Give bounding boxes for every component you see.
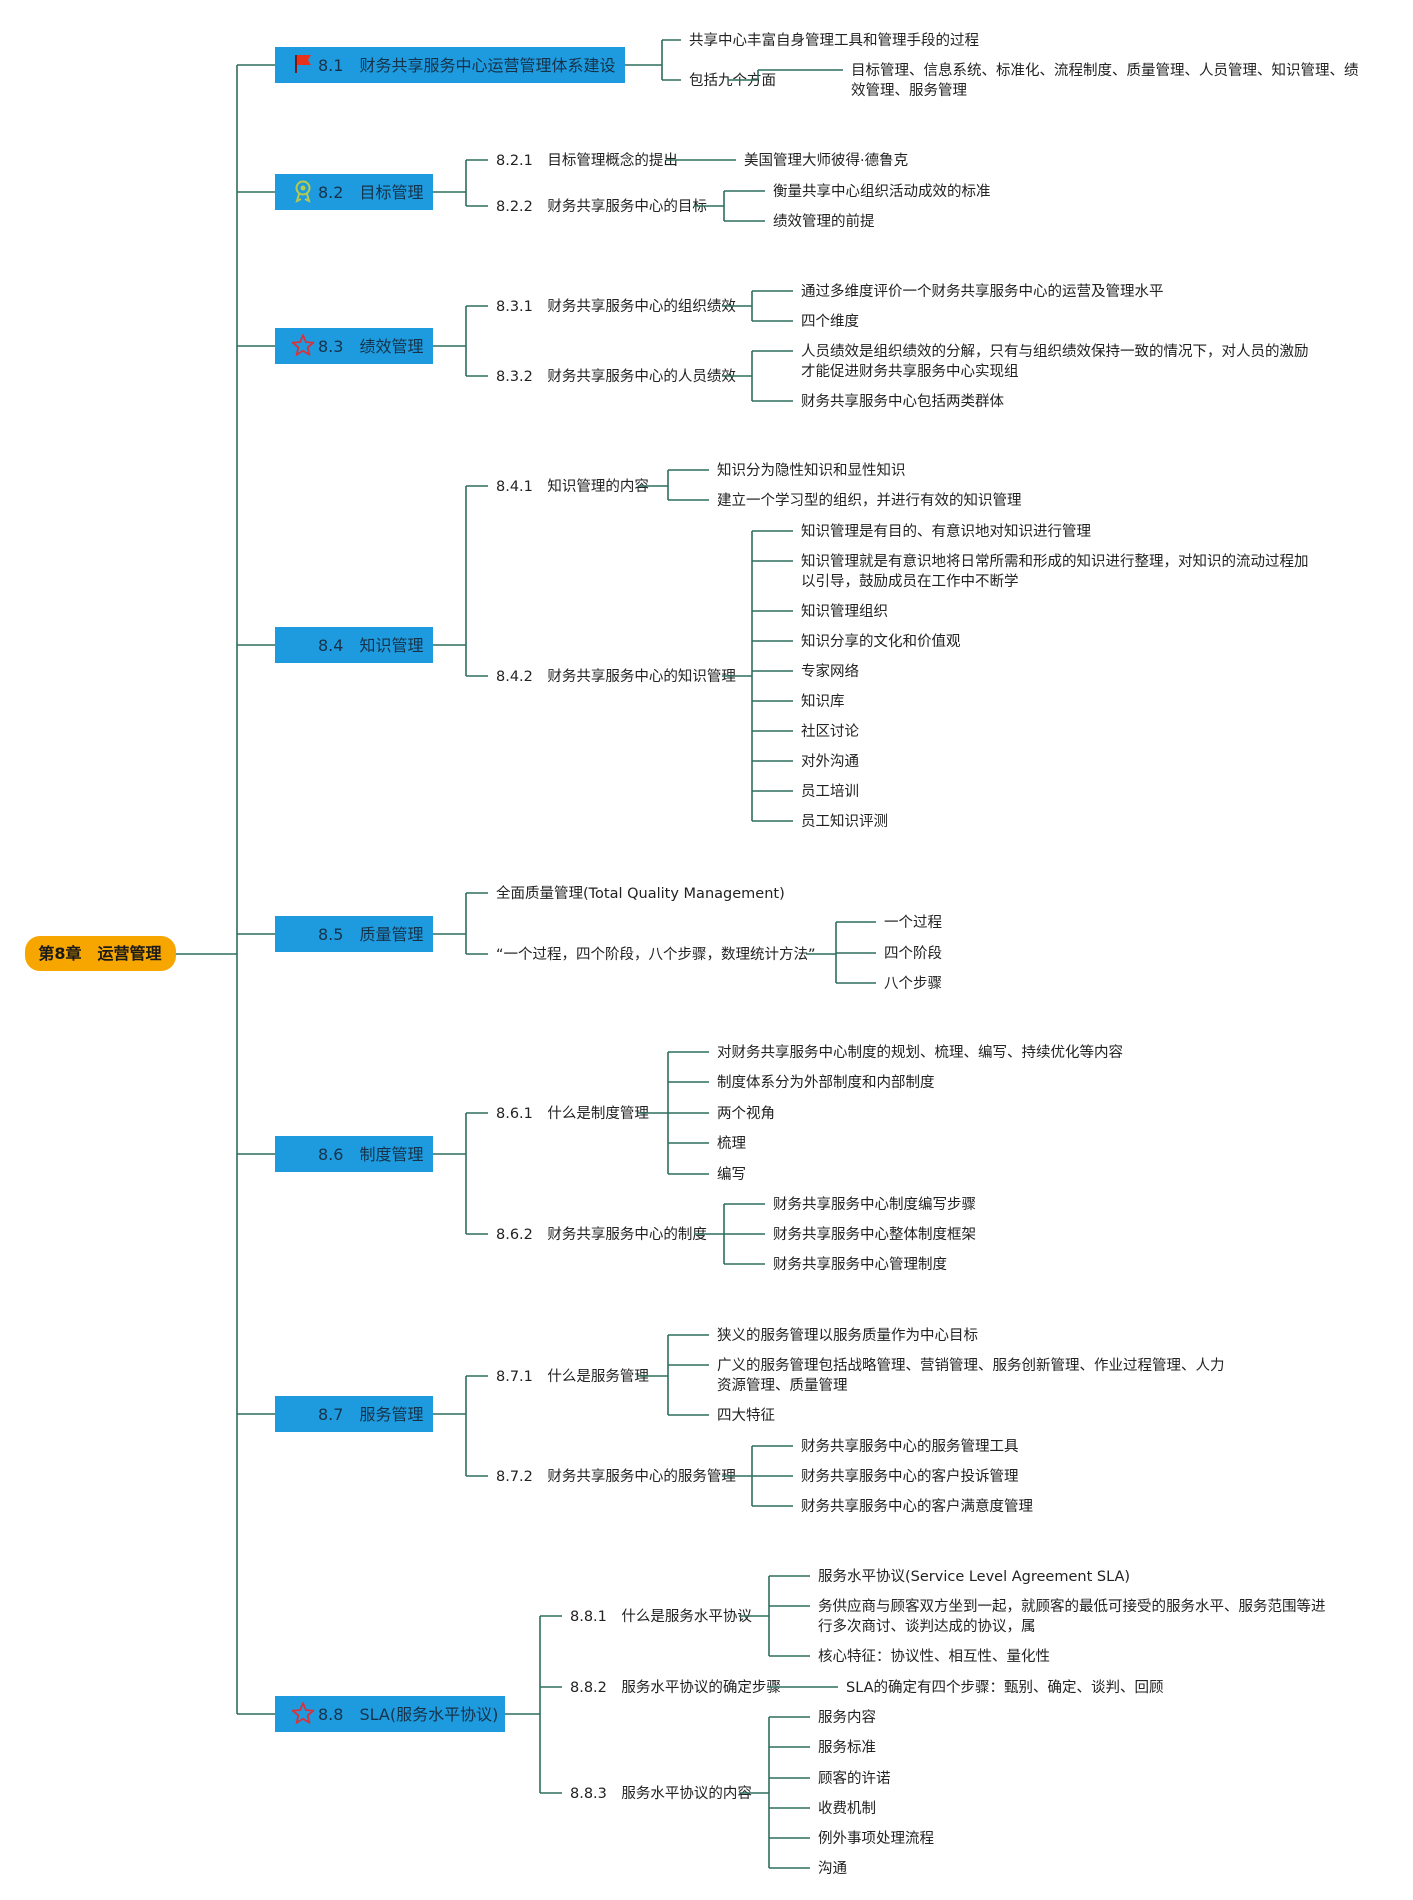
- star-outline-icon: [291, 1702, 315, 1724]
- leaf-label: 收费机制: [818, 1800, 876, 1817]
- leaf-label: 衡量共享中心组织活动成效的标准: [773, 183, 991, 200]
- leaf-label: 广义的服务管理包括战略管理、营销管理、服务创新管理、作业过程管理、人力资源管理、…: [717, 1357, 1225, 1394]
- section-node-box: [275, 1396, 433, 1432]
- leaf-label: 对财务共享服务中心制度的规划、梳理、编写、持续优化等内容: [717, 1043, 1123, 1061]
- leaf-label: 通过多维度评价一个财务共享服务中心的运营及管理水平: [801, 283, 1164, 300]
- root-node-label: 第8章 运营管理: [38, 944, 161, 963]
- leaf-label: 沟通: [818, 1860, 847, 1877]
- section-node-box: [275, 916, 433, 952]
- subtopic-label: 8.2.1 目标管理概念的提出: [496, 151, 678, 169]
- leaf-label: 员工培训: [801, 783, 859, 800]
- section-node-label: 8.3 绩效管理: [318, 337, 423, 356]
- subtopic-label: 8.3.2 财务共享服务中心的人员绩效: [496, 368, 736, 385]
- subtopic-label: 8.7.2 财务共享服务中心的服务管理: [496, 1468, 736, 1485]
- leaf-label: 顾客的许诺: [818, 1770, 891, 1787]
- root-node-box: [25, 936, 176, 971]
- section-node-box: [275, 174, 433, 210]
- leaf-label: 例外事项处理流程: [818, 1830, 934, 1847]
- section-node: 8.4 知识管理: [275, 627, 433, 663]
- leaf-label: 知识管理就是有意识地将日常所需和形成的知识进行整理，对知识的流动过程加以引导，鼓…: [801, 552, 1309, 590]
- leaf-label: 知识库: [801, 693, 845, 710]
- section-node: 8.5 质量管理: [275, 916, 433, 952]
- subtopic-label: 8.8.2 服务水平协议的确定步骤: [570, 1679, 781, 1696]
- subtopic-label: 8.8.1 什么是服务水平协议: [570, 1608, 752, 1625]
- leaf-label: 服务标准: [818, 1739, 876, 1756]
- leaf-label: 服务内容: [818, 1709, 876, 1726]
- leaf-label: 两个视角: [717, 1105, 775, 1122]
- leaf-label: 知识管理组织: [801, 603, 888, 620]
- subtopic-label: 共享中心丰富自身管理工具和管理手段的过程: [689, 31, 979, 49]
- leaf-label: 财务共享服务中心整体制度框架: [773, 1226, 976, 1243]
- star-outline-icon: [291, 334, 315, 356]
- subtopic-label: 8.6.2 财务共享服务中心的制度: [496, 1226, 707, 1243]
- leaf-label: 四个维度: [801, 313, 859, 330]
- leaf-label: 财务共享服务中心的客户满意度管理: [801, 1497, 1033, 1515]
- leaf-label: 一个过程: [884, 914, 942, 931]
- leaf-label: 核心特征：协议性、相互性、量化性: [818, 1648, 1050, 1665]
- leaf-label: 美国管理大师彼得·德鲁克: [744, 152, 908, 169]
- section-node-box: [275, 328, 433, 364]
- leaf-label: 务供应商与顾客双方坐到一起，就顾客的最低可接受的服务水平、服务范围等进行多次商讨…: [818, 1597, 1326, 1635]
- root-node: 第8章 运营管理: [25, 936, 176, 971]
- award-ribbon-icon: [295, 180, 311, 203]
- leaf-label: 绩效管理的前提: [773, 213, 875, 230]
- leaf-label: 财务共享服务中心的服务管理工具: [801, 1438, 1019, 1455]
- leaf-label: 人员绩效是组织绩效的分解，只有与组织绩效保持一致的情况下，对人员的激励才能促进财…: [801, 343, 1309, 380]
- leaf-label: 目标管理、信息系统、标准化、流程制度、质量管理、人员管理、知识管理、绩效管理、服…: [851, 62, 1359, 99]
- leaf-label: 编写: [717, 1166, 746, 1183]
- leaf-label: 专家网络: [801, 663, 859, 680]
- leaf-label: SLA的确定有四个步骤：甄别、确定、谈判、回顾: [846, 1679, 1164, 1696]
- leaf-label: 财务共享服务中心包括两类群体: [801, 393, 1004, 410]
- leaf-label: 知识分享的文化和价值观: [801, 633, 961, 650]
- subtopic-label: 8.8.3 服务水平协议的内容: [570, 1785, 752, 1802]
- section-node-label: 8.4 知识管理: [318, 636, 423, 655]
- subtopic-label: 全面质量管理(Total Quality Management): [496, 884, 785, 902]
- leaf-label: 财务共享服务中心的客户投诉管理: [801, 1468, 1019, 1485]
- leaf-label: 四大特征: [717, 1407, 775, 1424]
- leaf-label: 知识分为隐性知识和显性知识: [717, 462, 906, 479]
- section-node: 8.2 目标管理: [275, 174, 433, 210]
- leaf-label: 四个阶段: [884, 945, 942, 962]
- leaf-label: 建立一个学习型的组织，并进行有效的知识管理: [717, 492, 1022, 509]
- section-node: 8.1 财务共享服务中心运营管理体系建设: [275, 47, 625, 83]
- leaf-label: 八个步骤: [884, 975, 942, 992]
- section-node-label: 8.1 财务共享服务中心运营管理体系建设: [318, 56, 615, 75]
- section-node-label: 8.5 质量管理: [318, 925, 423, 944]
- section-node-box: [275, 47, 625, 83]
- leaf-label: 服务水平协议(Service Level Agreement SLA): [818, 1568, 1130, 1585]
- section-node: 8.7 服务管理: [275, 1396, 433, 1432]
- subtopic-label: 8.3.1 财务共享服务中心的组织绩效: [496, 298, 736, 315]
- leaf-label: 社区讨论: [801, 723, 859, 740]
- subtopic-label: 8.6.1 什么是制度管理: [496, 1105, 649, 1122]
- section-node-box: [275, 627, 433, 663]
- section-node-box: [275, 1136, 433, 1172]
- leaf-label: 员工知识评测: [801, 813, 888, 830]
- leaf-label: 对外沟通: [801, 753, 859, 770]
- section-node-label: 8.8 SLA(服务水平协议): [318, 1705, 498, 1724]
- subtopic-label: 8.2.2 财务共享服务中心的目标: [496, 198, 707, 215]
- section-node: 8.8 SLA(服务水平协议): [275, 1696, 505, 1732]
- subtopic-label: “一个过程，四个阶段，八个步骤，数理统计方法”: [496, 946, 816, 963]
- subtopic-label: 8.4.2 财务共享服务中心的知识管理: [496, 668, 736, 685]
- leaf-label: 狭义的服务管理以服务质量作为中心目标: [717, 1327, 978, 1344]
- leaf-label: 财务共享服务中心管理制度: [773, 1256, 947, 1273]
- leaf-label: 梳理: [717, 1135, 746, 1152]
- subtopic-label: 8.4.1 知识管理的内容: [496, 478, 649, 495]
- section-node-label: 8.2 目标管理: [318, 183, 423, 202]
- section-node: 8.3 绩效管理: [275, 328, 433, 364]
- leaf-label: 知识管理是有目的、有意识地对知识进行管理: [801, 522, 1091, 540]
- leaf-label: 财务共享服务中心制度编写步骤: [773, 1196, 976, 1213]
- section-node: 8.6 制度管理: [275, 1136, 433, 1172]
- section-node-label: 8.6 制度管理: [318, 1145, 423, 1164]
- red-flag-icon: [295, 55, 311, 73]
- section-node-box: [275, 1696, 505, 1732]
- subtopic-label: 8.7.1 什么是服务管理: [496, 1368, 649, 1385]
- section-node-label: 8.7 服务管理: [318, 1405, 423, 1424]
- leaf-label: 制度体系分为外部制度和内部制度: [717, 1074, 935, 1091]
